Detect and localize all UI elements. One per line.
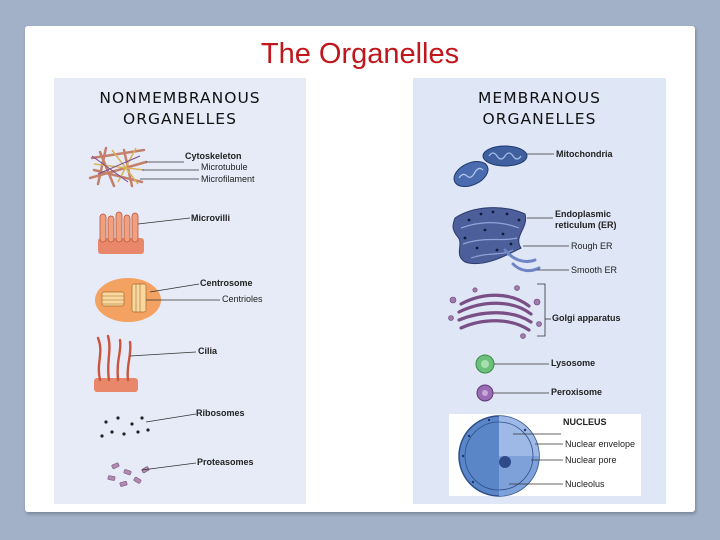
cytoskeleton-label: Cytoskeleton bbox=[185, 151, 242, 161]
membranous-panel: MEMBRANOUS ORGANELLES bbox=[413, 78, 666, 504]
proteasomes-illustration bbox=[108, 462, 150, 486]
ribosomes-leader-line bbox=[146, 414, 196, 422]
er-label-line2: reticulum (ER) bbox=[555, 220, 617, 230]
proteasomes-leader-line bbox=[142, 463, 196, 470]
nonmembranous-panel: NONMEMBRANOUS ORGANELLES bbox=[54, 78, 306, 504]
centrosome-label: Centrosome bbox=[200, 278, 253, 288]
nucleus-label: NUCLEUS bbox=[563, 417, 607, 427]
peroxisome-label: Peroxisome bbox=[551, 387, 602, 397]
nonmembranous-illustrations bbox=[54, 78, 306, 504]
nuclear-pore-label: Nuclear pore bbox=[565, 455, 617, 465]
cilia-leader-line bbox=[130, 352, 196, 356]
mitochondria-illustration bbox=[450, 146, 527, 192]
mitochondria-label: Mitochondria bbox=[556, 149, 613, 159]
ribosomes-illustration bbox=[100, 416, 149, 437]
cilia-label: Cilia bbox=[198, 346, 217, 356]
lysosome-illustration bbox=[476, 355, 494, 373]
microvilli-leader-line bbox=[138, 218, 190, 224]
peroxisome-illustration bbox=[477, 385, 493, 401]
centrioles-label: Centrioles bbox=[222, 294, 263, 304]
lysosome-label: Lysosome bbox=[551, 358, 595, 368]
microvilli-label: Microvilli bbox=[191, 213, 230, 223]
golgi-illustration bbox=[449, 286, 542, 339]
cytoskeleton-illustration bbox=[90, 148, 146, 186]
smooth-er-label: Smooth ER bbox=[571, 265, 617, 275]
nucleolus-label: Nucleolus bbox=[565, 479, 605, 489]
golgi-label: Golgi apparatus bbox=[552, 313, 621, 323]
centrosome-leader-line bbox=[150, 284, 199, 292]
er-label-line1: Endoplasmic bbox=[555, 209, 611, 219]
er-illustration bbox=[453, 208, 539, 271]
nuclear-envelope-label: Nuclear envelope bbox=[565, 439, 635, 449]
page-title: The Organelles bbox=[0, 38, 720, 71]
microtubule-label: Microtubule bbox=[201, 162, 248, 172]
cilia-illustration bbox=[94, 336, 138, 392]
microfilament-label: Microfilament bbox=[201, 174, 255, 184]
microvilli-illustration bbox=[98, 212, 144, 254]
ribosomes-label: Ribosomes bbox=[196, 408, 245, 418]
proteasomes-label: Proteasomes bbox=[197, 457, 254, 467]
golgi-bracket bbox=[537, 284, 545, 336]
rough-er-label: Rough ER bbox=[571, 241, 613, 251]
